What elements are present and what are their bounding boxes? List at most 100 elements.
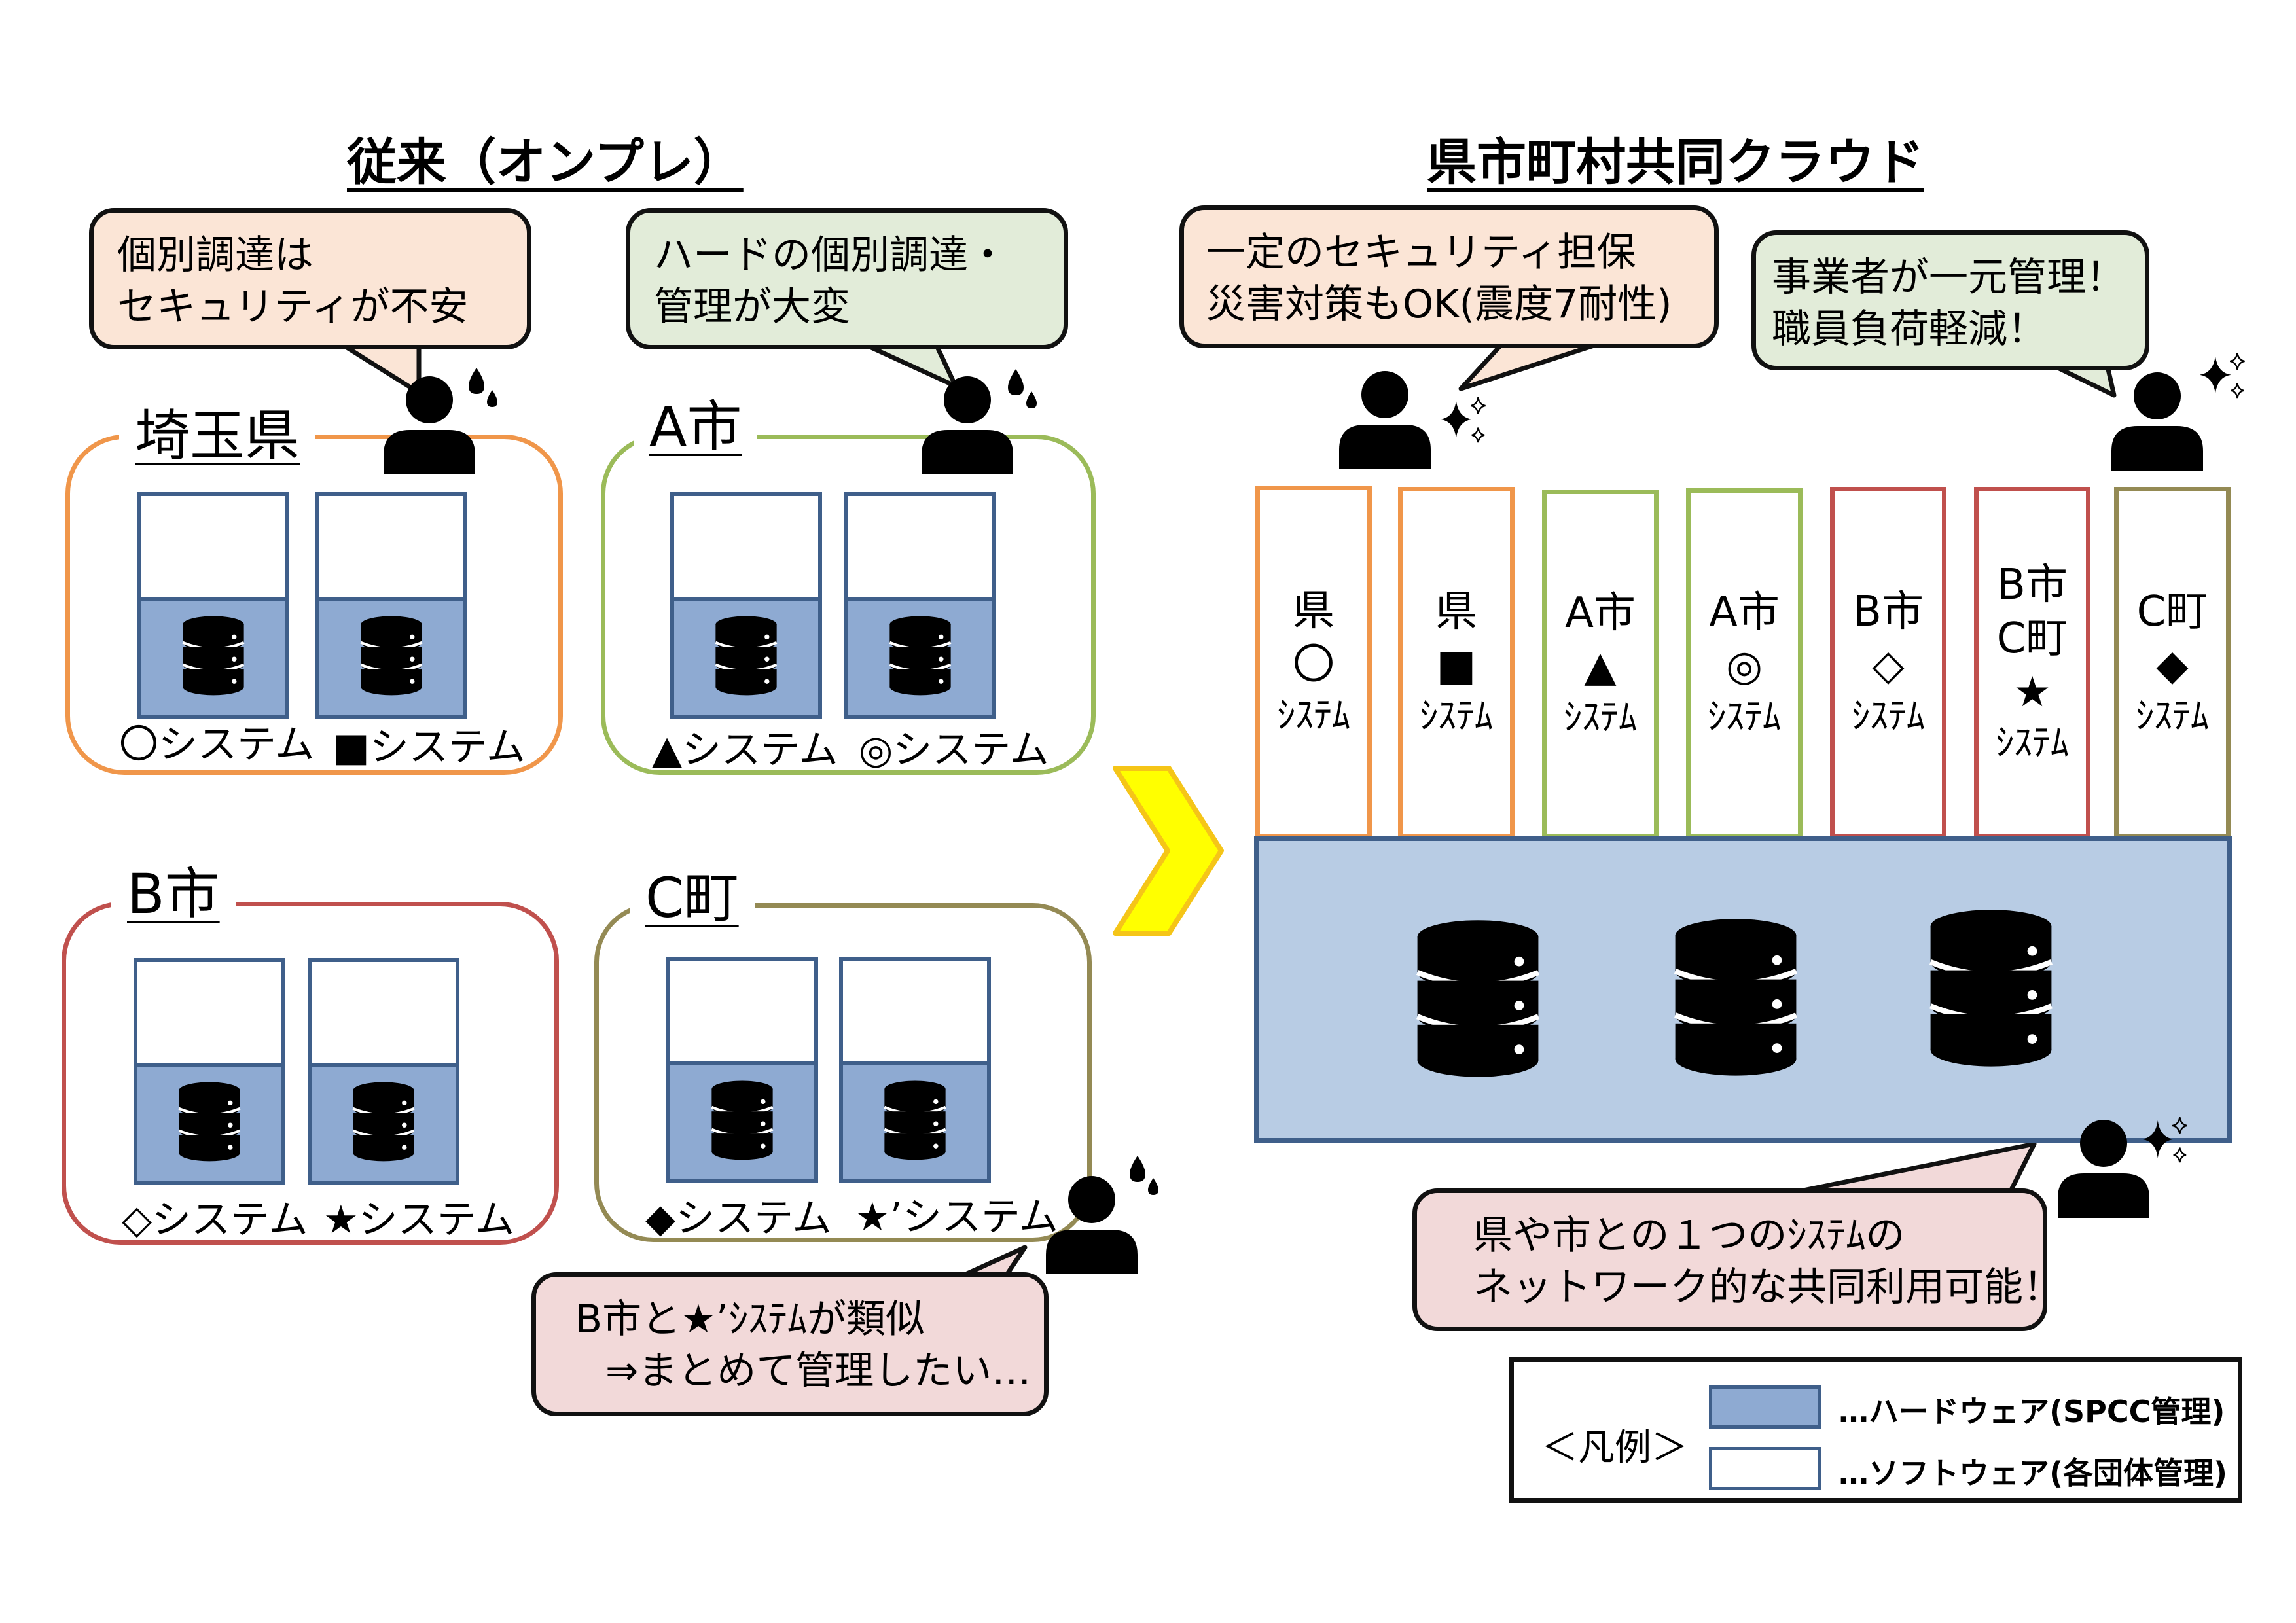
cloud-column-text: A市 [1565,589,1636,638]
system-label: ◇システム [122,1197,308,1243]
system-box [315,492,467,719]
bubble-text: 事業者が一元管理！ [1772,255,2125,300]
bubble-text: 災害対策もOK(震度7耐性) [1206,281,1672,328]
legend-hardware-label: …ハードウェア(SPCC管理) [1839,1394,2225,1429]
system-label: 〇システム [119,722,315,768]
legend-title: ＜凡例＞ [1541,1427,1688,1469]
left-section-title: 従来（オンプレ） [347,133,744,191]
cloud-column-text: ｼｽﾃﾑ [1420,695,1493,738]
cloud-column-text: 〇 [1293,641,1335,690]
cloud-column-1: 県〇ｼｽﾃﾑ [1255,486,1372,839]
system-box [137,492,289,719]
hardware-block [141,597,285,715]
cloud-column-2: 県■ ｼｽﾃﾑ [1398,487,1515,839]
bubble-text: セキュリティが不安 [117,284,469,330]
legend-swatch-hardware [1709,1385,1821,1429]
bubble-text: ハードの個別調達・ [654,232,1007,278]
cloud-column-text: 県 [1293,587,1335,636]
system-label: ★システム [323,1197,514,1243]
system-label: ★’システム [855,1194,1059,1240]
cloud-column-text: B市 [1853,588,1924,637]
hardware-block [319,597,463,715]
bubble-text: 個別調達は [117,232,314,278]
sparkle-icon [2197,351,2249,403]
sparkle-icon [1437,395,1490,448]
system-box [308,958,459,1185]
group-label-c-town: C町 [630,870,755,925]
cloud-column-3: A市 ▲ｼｽﾃﾑ [1542,490,1659,839]
bubble-text: 県や市との１つのｼｽﾃﾑの [1473,1213,1905,1258]
group-label-b-city: B市 [111,866,236,921]
system-label: ◎システム [859,727,1049,773]
cloud-column-4: A市 ◎ ｼｽﾃﾑ [1686,488,1803,839]
bubble-shared: 県や市との１つのｼｽﾃﾑの ネットワーク的な共同利用可能！ [1412,1188,2062,1331]
right-section-title: 県市町村共同クラウド [1427,133,1924,191]
system-box [670,492,822,719]
sweat-drop-icon [1123,1153,1162,1205]
hardware-block [312,1063,456,1181]
system-box [134,958,285,1185]
cloud-hardware-base [1254,836,2232,1143]
sparkle-icon [2139,1115,2191,1168]
cloud-column-5: B市◇ ｼｽﾃﾑ [1830,487,1946,839]
system-box [839,957,991,1183]
database-icon [1409,912,1547,1088]
group-label-a-city: A市 [634,399,758,454]
cloud-column-text: ｼｽﾃﾑ [1852,695,1925,738]
person-icon [2105,363,2210,474]
cloud-column-text: C町 [1996,615,2068,664]
system-box [666,957,818,1183]
hardware-block [848,597,992,715]
cloud-column-6: B市 C町★ ｼｽﾃﾑ [1974,487,2090,839]
group-b-city [62,902,559,1245]
cloud-column-text: ◎ [1726,642,1763,691]
system-label: ■システム [332,724,526,770]
cloud-column-text: C町 [2136,588,2208,637]
cloud-column-text: ★ [2013,668,2051,717]
cloud-column-text: A市 [1709,588,1780,637]
cloud-column-text: 県 [1435,588,1477,637]
person-icon [1333,361,1437,473]
cloud-column-7: C町◆ ｼｽﾃﾑ [2114,487,2231,839]
legend: ＜凡例＞ …ハードウェア(SPCC管理) …ソフトウェア(各団体管理) [1509,1357,2242,1503]
hardware-block [670,1061,814,1179]
database-icon [1667,910,1804,1087]
cloud-column-text: ｼｽﾃﾑ [1708,696,1781,739]
legend-swatch-software [1709,1447,1821,1490]
cloud-column-text: ｼｽﾃﾑ [1277,694,1350,738]
group-a-city [601,435,1096,775]
bubble-security: 一定のセキュリティ担保 災害対策もOK(震度7耐性) [1179,205,1719,348]
bubble-vendor: 事業者が一元管理！ 職員負荷軽減！ [1751,230,2149,370]
group-label-saitama: 埼玉県 [119,408,316,463]
hardware-block [843,1061,987,1179]
hardware-block [137,1063,281,1181]
database-icon [1922,901,2060,1078]
cloud-column-text: ｼｽﾃﾑ [1996,722,2069,765]
bubble-text: ネットワーク的な共同利用可能！ [1473,1264,2062,1311]
bubble-text: 管理が大変 [654,284,850,330]
bubble-text: B市と★’ｼｽﾃﾑが類似 [575,1296,925,1342]
cloud-column-text: ｼｽﾃﾑ [1564,696,1637,740]
legend-software-label: …ソフトウェア(各団体管理) [1839,1455,2228,1491]
cloud-column-text: ◇ [1872,641,1905,690]
sweat-drop-icon [462,365,501,418]
chevron-right-arrow [1113,766,1224,936]
bubble-text: ⇒まとめて管理したい… [605,1348,1031,1395]
bubble-text: 職員負荷軽減！ [1772,306,2047,353]
system-label: ◆システム [645,1196,832,1241]
cloud-column-text: ▲ [1584,643,1617,692]
hardware-block [674,597,818,715]
system-label: ▲システム [652,727,838,773]
sweat-drop-icon [1001,366,1041,419]
bubble-c-town: B市と★’ｼｽﾃﾑが類似 ⇒まとめて管理したい… [531,1272,1049,1416]
cloud-column-text: B市 [1997,561,2068,610]
cloud-column-text: ■ [1436,641,1477,690]
cloud-column-text: ｼｽﾃﾑ [2136,695,2209,738]
system-box [844,492,996,719]
bubble-saitama: 個別調達は セキュリティが不安 [89,208,531,349]
bubble-text: 一定のセキュリティ担保 [1206,230,1636,276]
bubble-a-city: ハードの個別調達・ 管理が大変 [626,208,1068,349]
cloud-column-text: ◆ [2156,641,2189,690]
group-c-town [594,903,1092,1242]
